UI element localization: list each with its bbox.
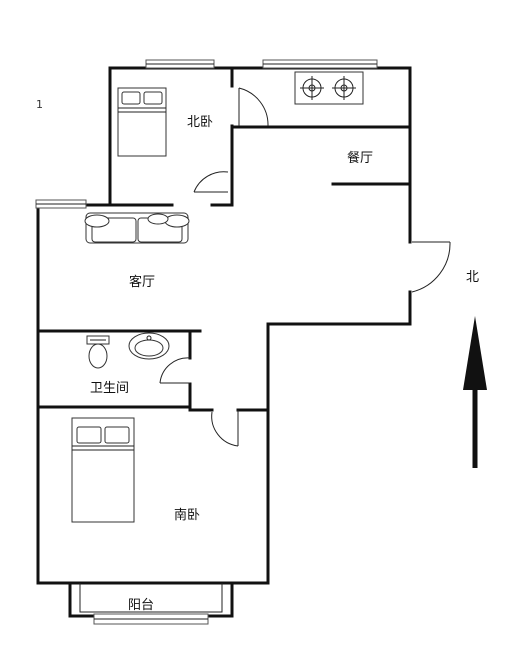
room-label-north-bedroom: 北卧 [187,115,213,130]
corner-mark: 1 [36,98,43,111]
doors [159,87,451,447]
room-label-bathroom: 卫生间 [90,381,129,396]
room-label-living: 客厅 [129,274,155,290]
stove-icon [294,71,364,105]
compass-label: 北 [466,270,479,285]
windows [35,59,378,625]
room-label-dining: 餐厅 [347,150,373,166]
room-label-south-bedroom: 南卧 [174,507,200,523]
north-bed-icon [117,87,167,157]
toilet-icon [86,335,110,369]
room-label-balcony: 阳台 [128,598,154,613]
north-arrow-icon [463,316,487,468]
sink-icon [128,332,170,360]
sofa-icon [84,212,190,244]
south-bed-icon [71,417,135,523]
